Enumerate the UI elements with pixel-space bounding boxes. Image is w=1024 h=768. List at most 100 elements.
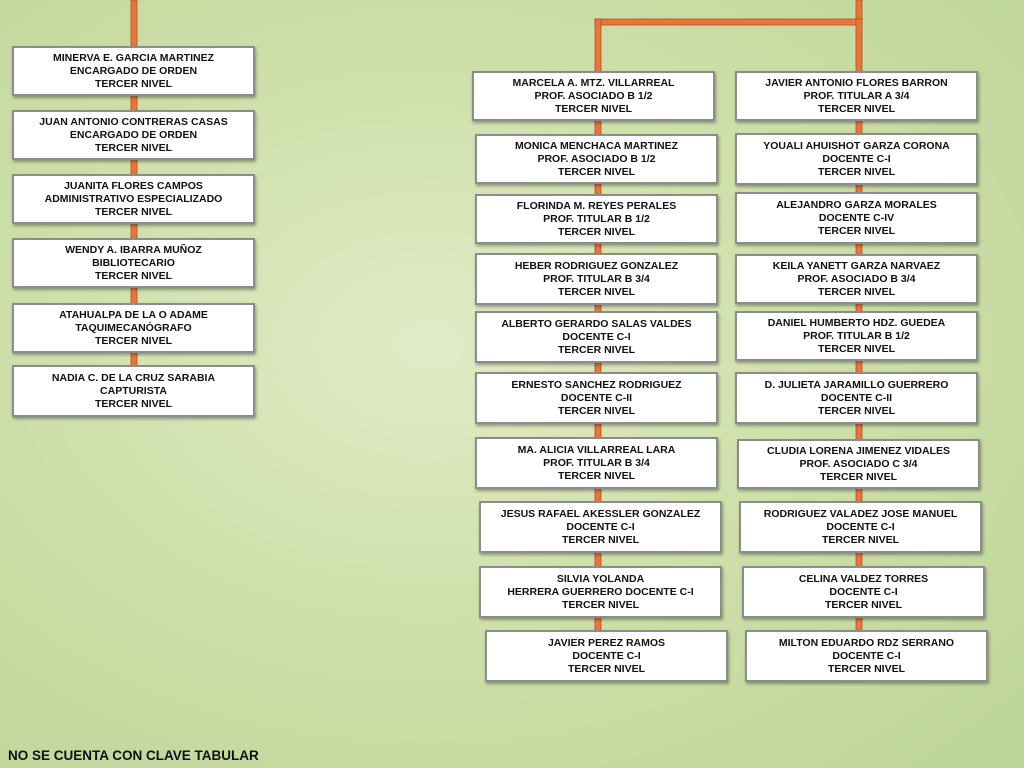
node-level: TERCER NIVEL: [557, 165, 635, 178]
org-node-middle-8: JESUS RAFAEL AKESSLER GONZALEZ DOCENTE C…: [479, 501, 722, 553]
node-position: PROF. TITULAR B 3/4: [543, 272, 650, 285]
org-node-middle-1: MARCELA A. MTZ. VILLARREAL PROF. ASOCIAD…: [472, 71, 715, 121]
node-level: TERCER NIVEL: [94, 269, 172, 282]
node-name: HEBER RODRIGUEZ GONZALEZ: [514, 259, 679, 272]
node-level: TERCER NIVEL: [94, 205, 172, 218]
node-position: PROF. ASOCIADO B 1/2: [534, 89, 653, 102]
node-level: TERCER NIVEL: [557, 285, 635, 298]
node-level: TERCER NIVEL: [817, 285, 895, 298]
node-name: FLORINDA M. REYES PERALES: [516, 199, 677, 212]
node-position: DOCENTE C-I: [572, 649, 641, 662]
node-name: MARCELA A. MTZ. VILLARREAL: [512, 76, 675, 89]
node-name: ATAHUALPA DE LA O ADAME: [59, 308, 208, 321]
org-node-middle-3: FLORINDA M. REYES PERALES PROF. TITULAR …: [475, 194, 718, 244]
node-level: TERCER NIVEL: [557, 469, 635, 482]
org-node-left-4: WENDY A. IBARRA MUÑOZ BIBLIOTECARIO TERC…: [12, 238, 255, 288]
node-position: CAPTURISTA: [100, 384, 167, 397]
node-level: TERCER NIVEL: [94, 77, 172, 90]
node-position: DOCENTE C-I: [566, 520, 635, 533]
node-name: D. JULIETA JARAMILLO GUERRERO: [764, 378, 949, 391]
node-level: TERCER NIVEL: [557, 225, 635, 238]
org-node-left-5: ATAHUALPA DE LA O ADAME TAQUIMECANÓGRAFO…: [12, 303, 255, 353]
org-node-middle-5: ALBERTO GERARDO SALAS VALDES DOCENTE C-I…: [475, 311, 718, 363]
node-name: MONICA MENCHACA MARTINEZ: [514, 139, 679, 152]
org-node-right-10: MILTON EDUARDO RDZ SERRANO DOCENTE C-I T…: [745, 630, 988, 682]
org-node-middle-10: JAVIER PEREZ RAMOS DOCENTE C-I TERCER NI…: [485, 630, 728, 682]
node-name: MILTON EDUARDO RDZ SERRANO: [778, 636, 955, 649]
node-name: MINERVA E. GARCIA MARTINEZ: [52, 51, 214, 64]
node-name: CELINA VALDEZ TORRES: [798, 572, 929, 585]
node-level: TERCER NIVEL: [819, 470, 897, 483]
node-position: DOCENTE C-II: [820, 391, 893, 404]
node-position: BIBLIOTECARIO: [92, 256, 175, 269]
node-level: TERCER NIVEL: [817, 165, 895, 178]
node-level: TERCER NIVEL: [817, 224, 895, 237]
node-name: JAVIER PEREZ RAMOS: [547, 636, 666, 649]
node-name: ERNESTO SANCHEZ RODRIGUEZ: [511, 378, 682, 391]
node-name: JUAN ANTONIO CONTRERAS CASAS: [39, 115, 228, 128]
org-node-left-2: JUAN ANTONIO CONTRERAS CASAS ENCARGADO D…: [12, 110, 255, 160]
node-level: TERCER NIVEL: [817, 342, 895, 355]
org-node-middle-9: SILVIA YOLANDA HERRERA GUERRERO DOCENTE …: [479, 566, 722, 618]
org-node-right-7: CLUDIA LORENA JIMENEZ VIDALES PROF. ASOC…: [737, 439, 980, 489]
node-name: MA. ALICIA VILLARREAL LARA: [517, 443, 676, 456]
org-node-right-5: DANIEL HUMBERTO HDZ. GUEDEA PROF. TITULA…: [735, 311, 978, 361]
node-name: RODRIGUEZ VALADEZ JOSE MANUEL: [763, 507, 958, 520]
org-node-right-8: RODRIGUEZ VALADEZ JOSE MANUEL DOCENTE C-…: [739, 501, 982, 553]
node-name: JESUS RAFAEL AKESSLER GONZALEZ: [500, 507, 701, 520]
node-level: TERCER NIVEL: [567, 662, 645, 675]
node-level: TERCER NIVEL: [821, 533, 899, 546]
node-name: DANIEL HUMBERTO HDZ. GUEDEA: [767, 316, 946, 329]
node-level: TERCER NIVEL: [557, 404, 635, 417]
node-level: TERCER NIVEL: [827, 662, 905, 675]
org-node-right-3: ALEJANDRO GARZA MORALES DOCENTE C-IV TER…: [735, 192, 978, 244]
footer-note: NO SE CUENTA CON CLAVE TABULAR: [8, 748, 259, 763]
node-position: TAQUIMECANÓGRAFO: [75, 321, 192, 334]
node-name: KEILA YANETT GARZA NARVAEZ: [772, 259, 941, 272]
org-node-middle-7: MA. ALICIA VILLARREAL LARA PROF. TITULAR…: [475, 437, 718, 489]
node-name: NADIA C. DE LA CRUZ SARABIA: [51, 371, 216, 384]
org-node-left-1: MINERVA E. GARCIA MARTINEZ ENCARGADO DE …: [12, 46, 255, 96]
org-node-middle-6: ERNESTO SANCHEZ RODRIGUEZ DOCENTE C-II T…: [475, 372, 718, 424]
node-name: ALBERTO GERARDO SALAS VALDES: [501, 317, 692, 330]
org-node-left-3: JUANITA FLORES CAMPOS ADMINISTRATIVO ESP…: [12, 174, 255, 224]
org-node-right-6: D. JULIETA JARAMILLO GUERRERO DOCENTE C-…: [735, 372, 978, 424]
org-node-left-6: NADIA C. DE LA CRUZ SARABIA CAPTURISTA T…: [12, 365, 255, 417]
node-level: TERCER NIVEL: [561, 598, 639, 611]
node-level: TERCER NIVEL: [561, 533, 639, 546]
node-position: DOCENTE C-I: [562, 330, 631, 343]
node-position: PROF. ASOCIADO C 3/4: [799, 457, 918, 470]
node-level: TERCER NIVEL: [94, 334, 172, 347]
node-name: ALEJANDRO GARZA MORALES: [776, 198, 937, 211]
node-name: JUANITA FLORES CAMPOS: [64, 179, 203, 192]
node-position: DOCENTE C-IV: [818, 211, 895, 224]
node-position: DOCENTE C-I: [829, 585, 898, 598]
node-level: TERCER NIVEL: [817, 404, 895, 417]
node-level: TERCER NIVEL: [94, 141, 172, 154]
node-position: DOCENTE C-II: [560, 391, 633, 404]
node-position: DOCENTE C-I: [832, 649, 901, 662]
node-name: WENDY A. IBARRA MUÑOZ: [65, 243, 202, 256]
node-position: ENCARGADO DE ORDEN: [69, 128, 198, 141]
node-position: ENCARGADO DE ORDEN: [69, 64, 198, 77]
org-node-right-2: YOUALI AHUISHOT GARZA CORONA DOCENTE C-I…: [735, 133, 978, 185]
node-name: YOUALI AHUISHOT GARZA CORONA: [763, 139, 950, 152]
node-position: DOCENTE C-I: [826, 520, 895, 533]
node-level: TERCER NIVEL: [824, 598, 902, 611]
node-position: PROF. ASOCIADO B 1/2: [537, 152, 656, 165]
node-name: SILVIA YOLANDA: [556, 572, 645, 585]
node-level: TERCER NIVEL: [557, 343, 635, 356]
node-position: DOCENTE C-I: [822, 152, 891, 165]
node-position: ADMINISTRATIVO ESPECIALIZADO: [44, 192, 223, 205]
org-node-middle-4: HEBER RODRIGUEZ GONZALEZ PROF. TITULAR B…: [475, 253, 718, 305]
node-level: TERCER NIVEL: [817, 102, 895, 115]
node-level: TERCER NIVEL: [554, 102, 632, 115]
node-name: JAVIER ANTONIO FLORES BARRON: [765, 76, 948, 89]
node-name: CLUDIA LORENA JIMENEZ VIDALES: [767, 444, 950, 457]
org-node-right-1: JAVIER ANTONIO FLORES BARRON PROF. TITUL…: [735, 71, 978, 121]
node-position: PROF. TITULAR B 1/2: [543, 212, 650, 225]
node-level: TERCER NIVEL: [94, 397, 172, 410]
org-node-right-4: KEILA YANETT GARZA NARVAEZ PROF. ASOCIAD…: [735, 254, 978, 304]
org-node-right-9: CELINA VALDEZ TORRES DOCENTE C-I TERCER …: [742, 566, 985, 618]
org-node-middle-2: MONICA MENCHACA MARTINEZ PROF. ASOCIADO …: [475, 134, 718, 184]
